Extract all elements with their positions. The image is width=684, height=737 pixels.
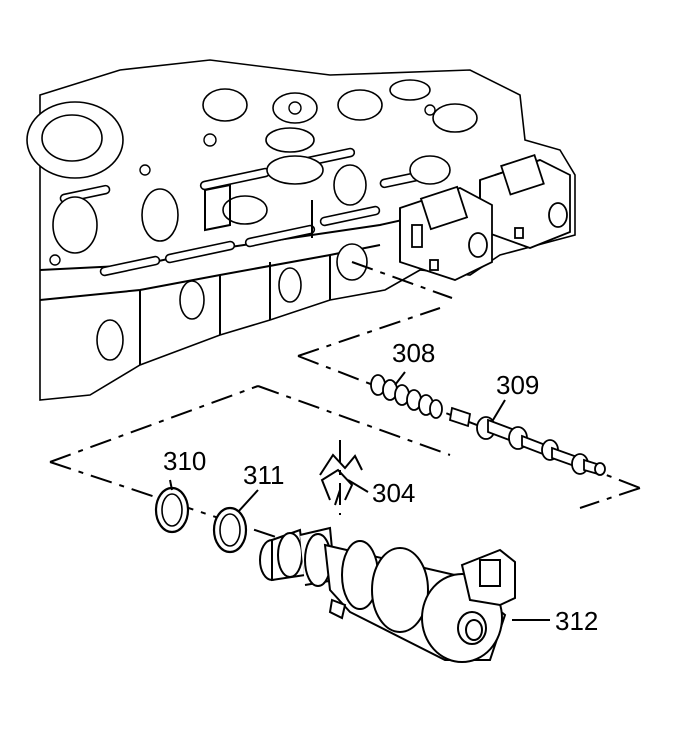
callout-304: 304 — [372, 478, 415, 508]
callout-309: 309 — [496, 370, 539, 400]
callout-308: 308 — [392, 338, 435, 368]
o-ring-part-310 — [154, 486, 190, 534]
o-ring-part-311 — [212, 506, 248, 554]
valve-spool-part-309 — [448, 406, 606, 476]
callout-310: 310 — [163, 446, 206, 476]
callout-311: 311 — [243, 460, 284, 490]
spring-part-308 — [370, 374, 443, 419]
callout-312: 312 — [555, 606, 598, 636]
callout-labels: 308 309 310 311 304 312 — [163, 338, 598, 636]
solenoid-part-312 — [259, 526, 516, 663]
retaining-clip-part-304 — [319, 453, 363, 506]
valve-body-illustration — [26, 59, 576, 401]
callout-leader-lines — [169, 371, 550, 621]
installed-solenoid-connectors — [399, 154, 571, 281]
